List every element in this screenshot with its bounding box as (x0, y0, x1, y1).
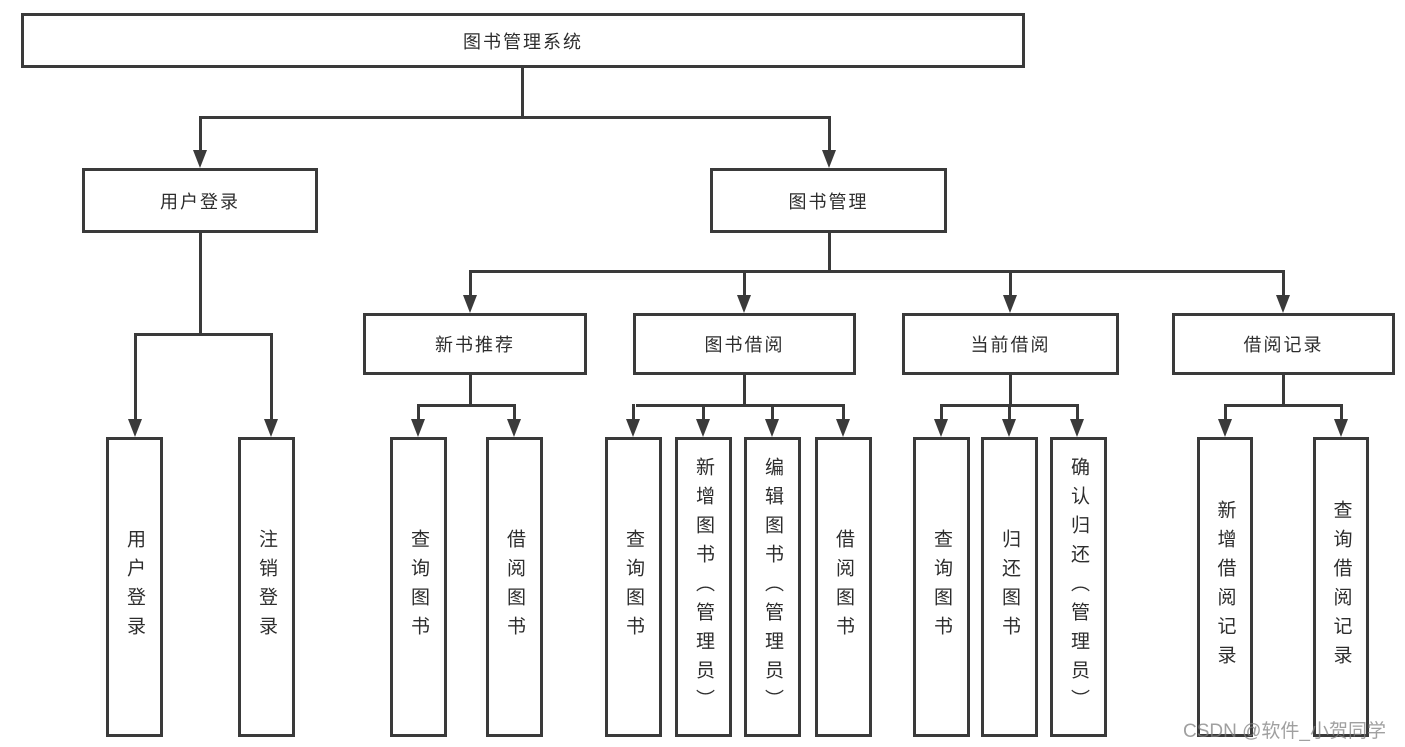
watermark-text: CSDN @软件_小贺同学 (1183, 721, 1386, 742)
arrow-add-record (1218, 419, 1232, 437)
connector-drop-records (1282, 270, 1285, 295)
arrow-leaf-login (128, 419, 142, 437)
node-user-login: 用户登录 (82, 168, 318, 233)
connector-drop-add-record (1224, 404, 1227, 419)
arrow-query-record (1334, 419, 1348, 437)
connector-drop-current (1009, 270, 1012, 295)
connector-drop-query-record (1340, 404, 1343, 419)
connector-recommend-stem (469, 375, 472, 407)
leaf-add-books-admin: 新增图书（管理员） (675, 437, 732, 737)
arrow-borrow (737, 295, 751, 313)
connector-userlogin-branch (134, 333, 273, 336)
connector-drop-leaf-login (134, 333, 137, 419)
connector-drop-book-management (828, 116, 831, 150)
leaf-edit-books-admin: 编辑图书（管理员） (744, 437, 801, 737)
connector-drop-return-books (1008, 404, 1011, 419)
arrow-leaf-logout (264, 419, 278, 437)
node-book-borrow: 图书借阅 (633, 313, 856, 375)
leaf-logout: 注销登录 (238, 437, 295, 737)
connector-userlogin-stem (199, 233, 202, 336)
leaf-query-books-3: 查询图书 (913, 437, 970, 737)
connector-drop-add-books (702, 404, 705, 419)
arrow-query3 (934, 419, 948, 437)
leaf-return-books: 归还图书 (981, 437, 1038, 737)
connector-root-branch (199, 116, 831, 119)
arrow-current (1003, 295, 1017, 313)
arrow-query2 (626, 419, 640, 437)
node-current-borrow: 当前借阅 (902, 313, 1119, 375)
arrow-records (1276, 295, 1290, 313)
arrow-confirm-return (1070, 419, 1084, 437)
leaf-query-borrow-record: 查询借阅记录 (1313, 437, 1369, 737)
connector-root-stem (521, 68, 524, 118)
connector-drop-borrow2 (842, 404, 845, 419)
node-library-management-system: 图书管理系统 (21, 13, 1025, 68)
connector-drop-user-login (199, 116, 202, 150)
connector-recordsgrp-branch (1224, 404, 1343, 407)
leaf-add-borrow-record: 新增借阅记录 (1197, 437, 1253, 737)
leaf-borrow-books-1: 借阅图书 (486, 437, 543, 737)
connector-currentgrp-stem (1009, 375, 1012, 407)
connector-drop-leaf-logout (270, 333, 273, 419)
connector-bookmgmt-branch (469, 270, 1285, 273)
connector-drop-borrow1 (513, 404, 516, 419)
connector-bookmgmt-stem (828, 233, 831, 272)
arrow-user-login (193, 150, 207, 168)
arrow-borrow1 (507, 419, 521, 437)
connector-drop-edit-books (771, 404, 774, 419)
arrow-recommend (463, 295, 477, 313)
arrow-return-books (1002, 419, 1016, 437)
leaf-query-books-2: 查询图书 (605, 437, 662, 737)
connector-drop-query1 (417, 404, 420, 419)
connector-drop-query2 (632, 404, 635, 419)
arrow-borrow2 (836, 419, 850, 437)
leaf-query-books-1: 查询图书 (390, 437, 447, 737)
arrow-book-management (822, 150, 836, 168)
node-borrow-records: 借阅记录 (1172, 313, 1395, 375)
leaf-borrow-books-2: 借阅图书 (815, 437, 872, 737)
connector-drop-recommend (469, 270, 472, 295)
arrow-edit-books (765, 419, 779, 437)
connector-drop-query3 (940, 404, 943, 419)
leaf-confirm-return-admin: 确认归还（管理员） (1050, 437, 1107, 737)
node-book-management: 图书管理 (710, 168, 947, 233)
connector-recommend-branch (417, 404, 515, 407)
connector-recordsgrp-stem (1282, 375, 1285, 407)
connector-drop-borrow (743, 270, 746, 295)
arrow-add-books (696, 419, 710, 437)
connector-borrowgrp-stem (743, 375, 746, 407)
leaf-user-login: 用户登录 (106, 437, 163, 737)
node-new-book-recommend: 新书推荐 (363, 313, 587, 375)
connector-drop-confirm-return (1076, 404, 1079, 419)
arrow-query1 (411, 419, 425, 437)
connector-borrowgrp-branch (636, 404, 845, 407)
